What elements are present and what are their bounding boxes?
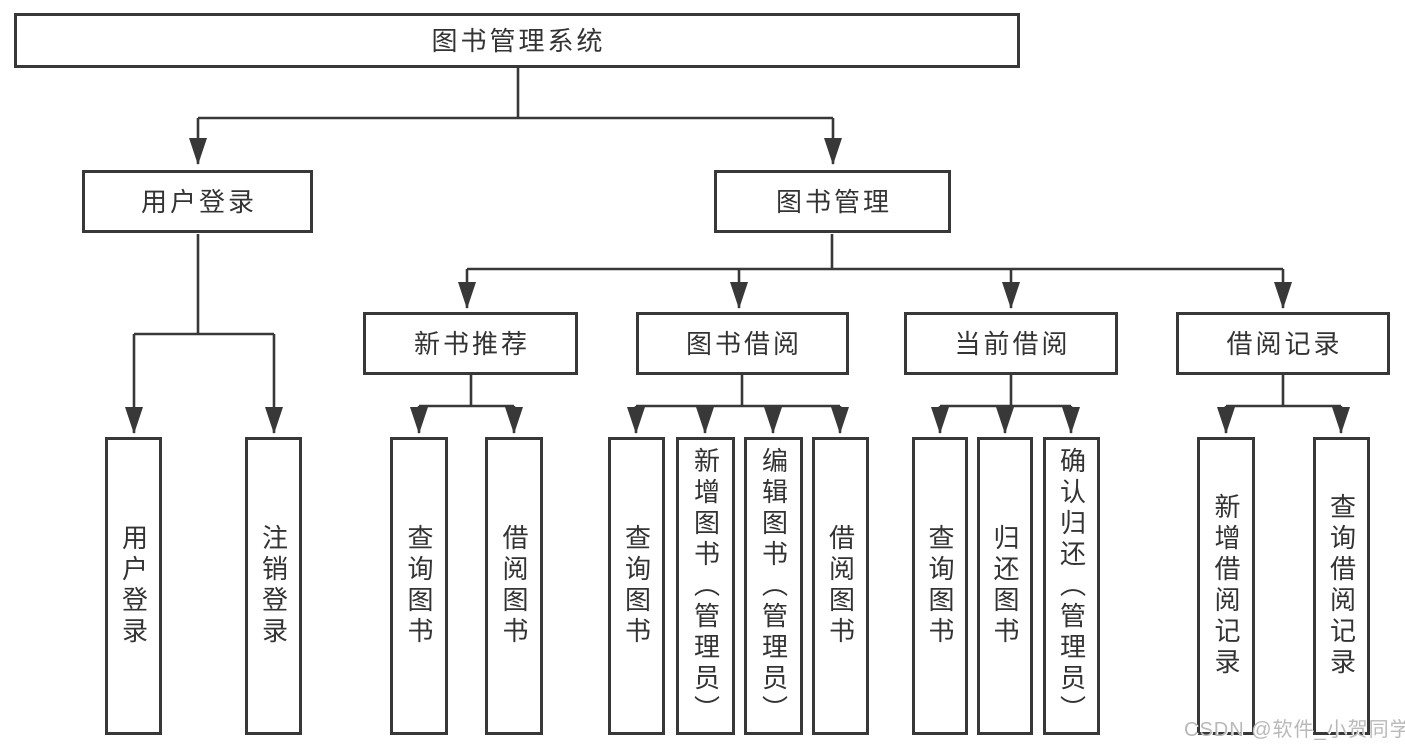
- leaf-records-add-borrow-record-label: 新增借阅记录: [1211, 493, 1241, 679]
- leaf-records-add-borrow-record: 新增借阅记录: [1197, 437, 1255, 735]
- leaf-borrow-edit-books-admin-label: 编辑图书（管理员）: [758, 446, 789, 726]
- leaf-records-query-borrow-record-label: 查询借阅记录: [1326, 493, 1357, 679]
- node-current-borrow-label: 当前借阅: [954, 328, 1071, 359]
- leaf-newbook-borrow-books-label: 借阅图书: [499, 524, 529, 648]
- node-book-borrow: 图书借阅: [636, 312, 849, 375]
- watermark: CSDN @软件_小贺同学: [1184, 719, 1405, 741]
- node-current-borrow: 当前借阅: [904, 312, 1118, 375]
- leaf-newbook-query-books: 查询图书: [390, 437, 448, 735]
- leaf-newbook-query-books-label: 查询图书: [404, 524, 434, 648]
- node-borrow-records-label: 借阅记录: [1226, 328, 1343, 359]
- node-book-borrow-label: 图书借阅: [685, 328, 802, 359]
- node-user-login: 用户登录: [82, 170, 313, 233]
- node-new-book-recommend: 新书推荐: [363, 312, 578, 375]
- leaf-borrow-query-books-label: 查询图书: [621, 524, 652, 648]
- leaf-borrow-borrow-books-label: 借阅图书: [825, 524, 856, 648]
- leaf-logout-label: 注销登录: [258, 524, 289, 648]
- node-borrow-records: 借阅记录: [1176, 312, 1390, 375]
- leaf-borrow-add-books-admin-label: 新增图书（管理员）: [690, 446, 721, 726]
- leaf-current-confirm-return-admin-label: 确认归还（管理员）: [1056, 446, 1087, 726]
- leaf-current-query-books: 查询图书: [912, 437, 968, 735]
- node-library-system-label: 图书管理系统: [431, 25, 606, 56]
- leaf-current-return-books: 归还图书: [977, 437, 1033, 735]
- leaf-current-return-books-label: 归还图书: [990, 524, 1020, 648]
- leaf-records-query-borrow-record: 查询借阅记录: [1313, 437, 1370, 735]
- leaf-current-query-books-label: 查询图书: [925, 524, 955, 648]
- node-new-book-recommend-label: 新书推荐: [413, 328, 530, 359]
- node-book-management: 图书管理: [714, 170, 951, 233]
- leaf-borrow-borrow-books: 借阅图书: [812, 437, 869, 735]
- node-library-system: 图书管理系统: [14, 13, 1020, 68]
- leaf-borrow-add-books-admin: 新增图书（管理员）: [676, 437, 735, 735]
- leaf-borrow-edit-books-admin: 编辑图书（管理员）: [744, 437, 803, 735]
- leaf-user-login: 用户登录: [105, 437, 162, 735]
- leaf-newbook-borrow-books: 借阅图书: [485, 437, 543, 735]
- leaf-logout: 注销登录: [245, 437, 302, 735]
- leaf-current-confirm-return-admin: 确认归还（管理员）: [1043, 437, 1100, 735]
- leaf-user-login-label: 用户登录: [118, 524, 149, 648]
- node-user-login-label: 用户登录: [140, 186, 257, 217]
- node-book-management-label: 图书管理: [775, 186, 892, 217]
- leaf-borrow-query-books: 查询图书: [608, 437, 665, 735]
